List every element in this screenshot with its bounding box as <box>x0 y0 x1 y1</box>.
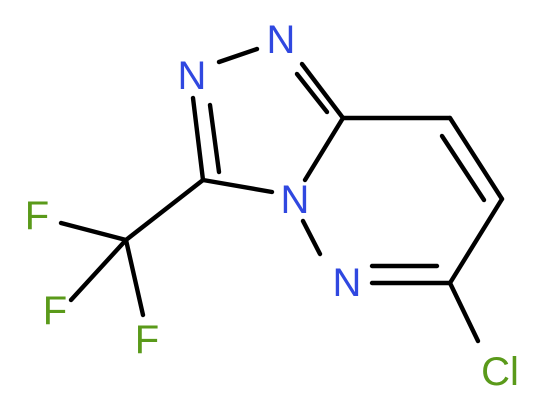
bond-c8a-n1-inner <box>294 71 330 115</box>
atom-f1: F <box>25 194 49 238</box>
atom-n1: N <box>267 18 296 62</box>
bond-n2-c3-inner <box>207 102 222 175</box>
bond-cf3-f3 <box>123 237 146 318</box>
bond-n2-c3 <box>190 95 206 183</box>
bond-c8-c7 <box>447 115 505 202</box>
bond-c6-cl <box>447 280 481 344</box>
atom-f3: F <box>135 318 159 362</box>
bond-cf3-f1 <box>58 220 129 243</box>
atom-n2: N <box>178 54 207 98</box>
bond-n5-n4 <box>300 218 323 257</box>
bond-cf3-f2 <box>68 237 129 303</box>
bonds <box>58 46 505 344</box>
bond-c3-n4 <box>200 177 275 195</box>
atom-cl: Cl <box>481 350 519 394</box>
atom-labels: N N N N F F F Cl <box>25 18 519 394</box>
bond-c3-cf3 <box>123 177 206 243</box>
atom-f2: F <box>43 289 67 333</box>
bond-c8a-n1 <box>299 61 346 121</box>
bond-c7-c6 <box>447 196 505 286</box>
bond-n1-n2 <box>216 46 260 65</box>
atom-n4: N <box>281 178 310 222</box>
atom-n5: N <box>333 261 362 305</box>
bond-n4-c8a <box>302 115 346 183</box>
bond-c8-c7-inner <box>439 133 487 203</box>
